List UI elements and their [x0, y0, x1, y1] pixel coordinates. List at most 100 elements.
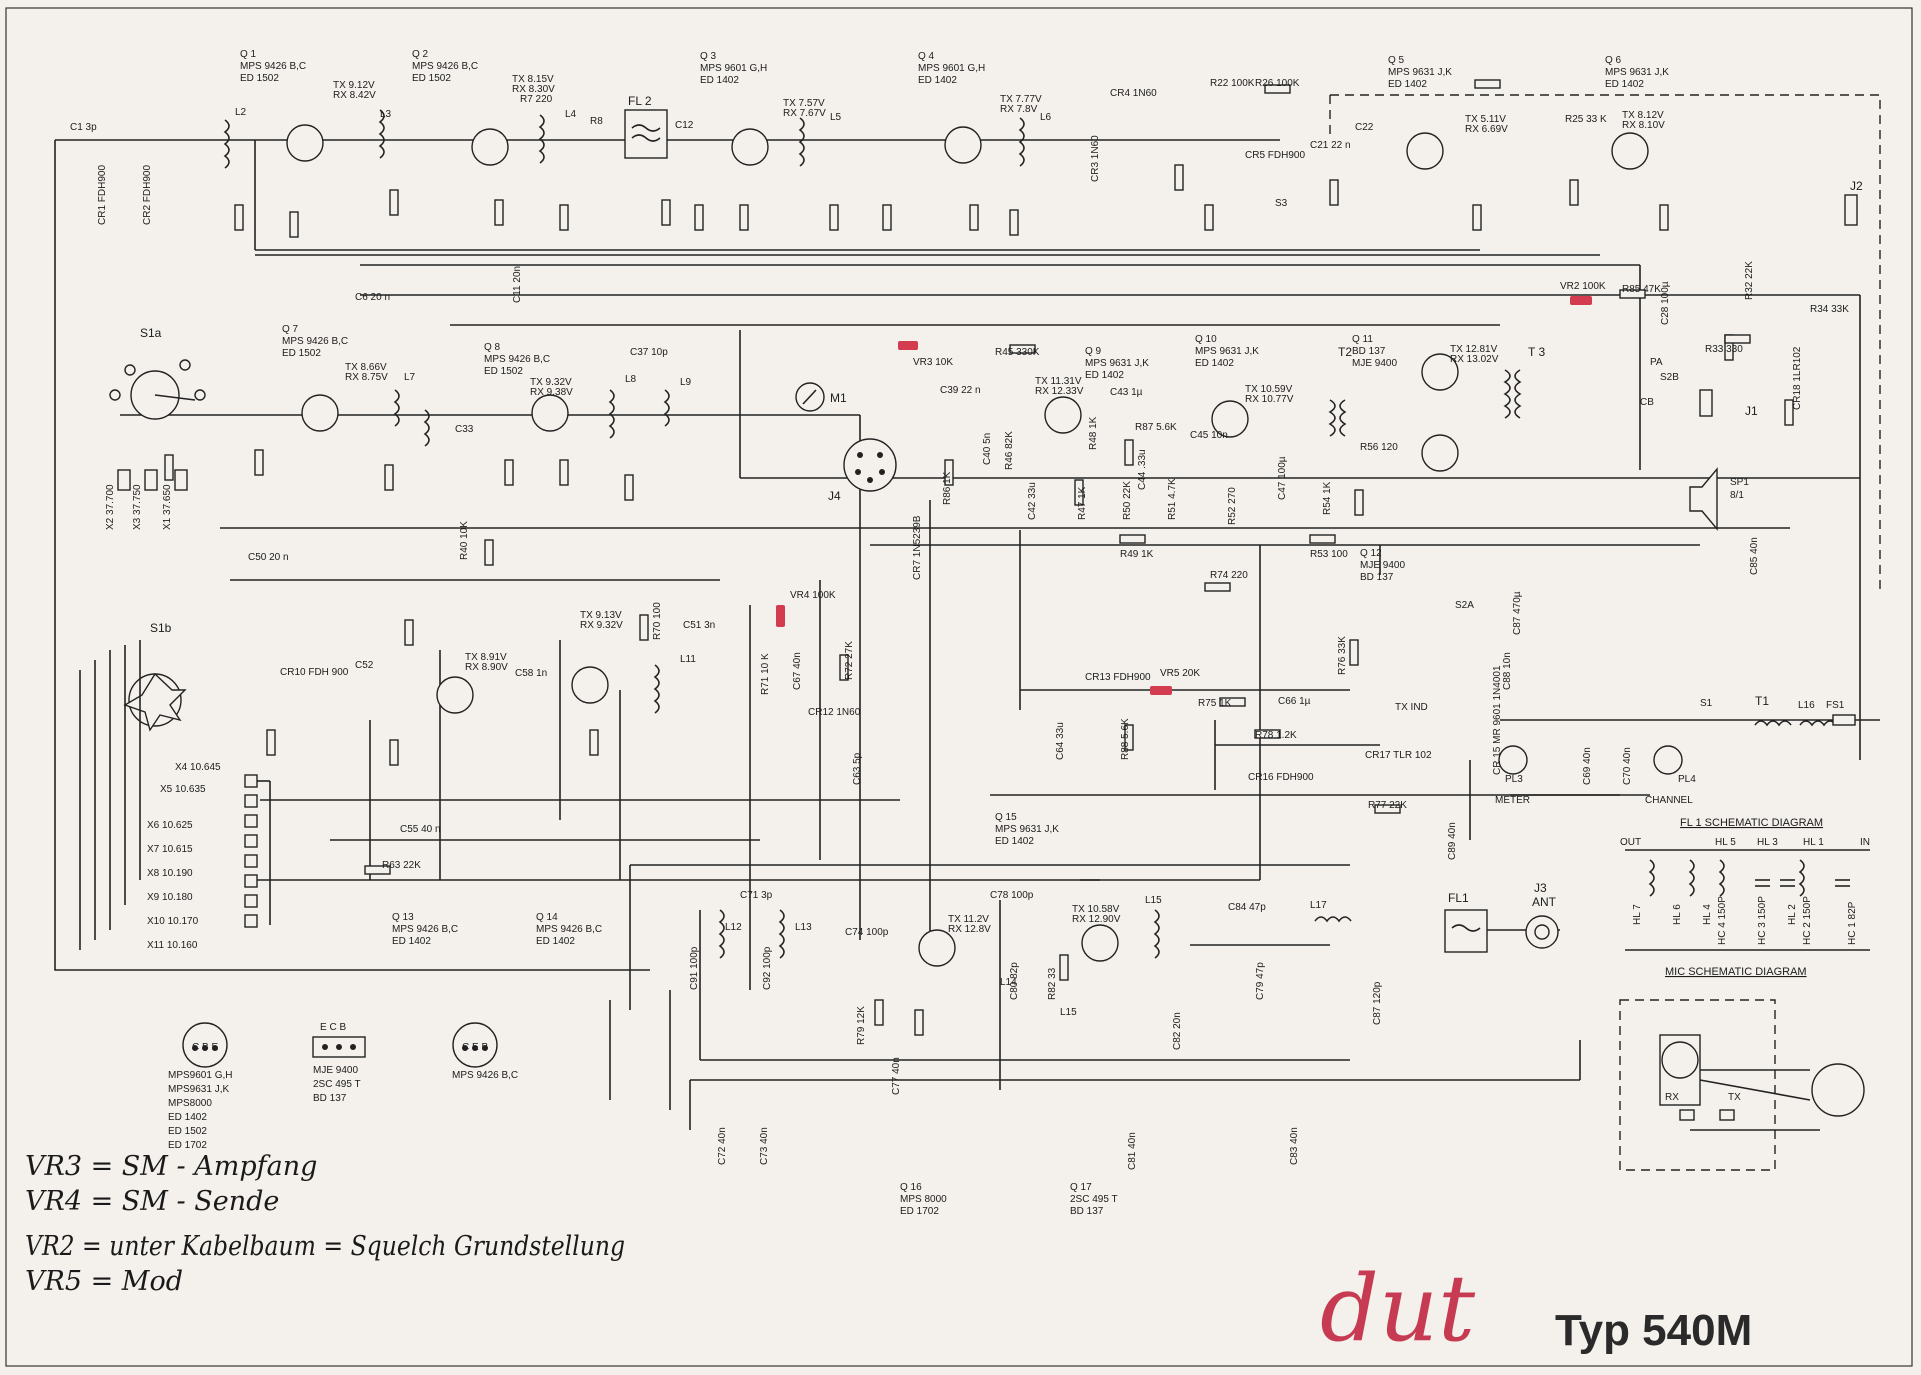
q12-type: MJE 9400	[1360, 560, 1405, 571]
label-parts-r25: R25 33 K	[1565, 114, 1607, 125]
q14-ref: Q 14	[536, 912, 558, 923]
q12-alt: BD 137	[1360, 572, 1394, 583]
label-s3: S3	[1275, 198, 1288, 209]
label-parts-l15: L15	[1060, 1007, 1077, 1018]
vr5-highlight	[1150, 686, 1172, 695]
label-t2: T2	[1338, 345, 1352, 359]
label-parts-r32: R32 22K	[1744, 261, 1755, 300]
transistor-q14	[571, 666, 609, 704]
transistor-q10	[1211, 400, 1249, 438]
label-parts-tx-ind: TX IND	[1395, 702, 1428, 713]
label-parts-c43: C43 1µ	[1110, 387, 1143, 398]
label-parts-r63: R63 22K	[382, 860, 421, 871]
q2-type: MPS 9426 B,C	[412, 61, 478, 72]
filter-fl2	[624, 109, 668, 159]
fl1-inset-drawing	[1625, 849, 1870, 951]
label-parts-l13: L13	[795, 922, 812, 933]
label-parts-r22: R22 100K	[1210, 78, 1255, 89]
label-parts-l5: L5	[830, 112, 842, 123]
label-l16: L16	[1798, 700, 1815, 711]
label-parts-c47: C47 100µ	[1277, 456, 1288, 500]
label-parts-r51: R51 4.7K	[1167, 478, 1178, 520]
crystal-x6: X6 10.625	[147, 820, 193, 831]
q4-type: MPS 9601 G,H	[918, 63, 985, 74]
label-fl1-diagram-shunts-1: HL 6	[1672, 904, 1683, 925]
label-voltages-1: RX 8.42V	[333, 90, 376, 101]
label-parts-c84: C84 47p	[1228, 902, 1266, 913]
label-voltages-14: TX 9.32V	[530, 377, 572, 388]
label-pinouts-0-types-2: MPS8000	[168, 1098, 212, 1109]
control-labels: S1a S1b S2A S2B S3 S1 PA CB VR3 10K VR4 …	[140, 94, 1863, 909]
speaker-sp1	[1689, 467, 1718, 531]
label-parts-r33: R33 330	[1705, 344, 1743, 355]
label-s2a: S2A	[1455, 600, 1474, 611]
label-voltages-10: TX 8.12V	[1622, 110, 1664, 121]
transistor-q8	[531, 394, 569, 432]
label-t3: T 3	[1528, 345, 1545, 359]
label-parts-c85: C85 40n	[1749, 537, 1760, 575]
label-vr4: VR4 100K	[790, 590, 836, 601]
transistor-q5	[1406, 132, 1444, 170]
voltage-annotations: TX 9.12V RX 8.42V TX 8.15V RX 8.30V TX 7…	[333, 74, 1665, 935]
label-voltages-5: RX 7.67V	[783, 108, 826, 119]
label-cb: CB	[1640, 397, 1654, 408]
label-parts-r52: R52 270	[1227, 487, 1238, 525]
label-t1: T1	[1755, 694, 1769, 708]
label-parts-cr13: CR13 FDH900	[1085, 672, 1151, 683]
label-voltages-9: RX 6.69V	[1465, 124, 1508, 135]
label-parts-cr12: CR12 1N60	[808, 707, 861, 718]
label-parts-l3: L3	[380, 109, 392, 120]
q1-type: MPS 9426 B,C	[240, 61, 306, 72]
crystal-x3: X3 37.750	[132, 484, 143, 530]
label-sp1: SP1	[1730, 477, 1749, 488]
label-j4: J4	[828, 489, 841, 503]
transistor-q9	[1044, 396, 1082, 434]
label-voltages-18: TX 10.59V	[1245, 384, 1293, 395]
q17-type: 2SC 495 T	[1070, 1194, 1118, 1205]
label-parts-r34: R34 33K	[1810, 304, 1849, 315]
label-j3: J3	[1534, 881, 1547, 895]
label-parts-c40: C40 5n	[982, 433, 993, 465]
q11-ref: Q 11	[1352, 334, 1373, 345]
q13-ref: Q 13	[392, 912, 414, 923]
label-voltages-26: TX 11.2V	[948, 914, 989, 925]
transistor-q16	[918, 929, 956, 967]
label-parts-cr16: CR16 FDH900	[1248, 772, 1314, 783]
q6-type: MPS 9631 J,K	[1605, 67, 1669, 78]
label-parts-c11: C11 20n	[512, 266, 523, 303]
crystals-x1-x3	[117, 469, 188, 491]
q6-ref: Q 6	[1605, 55, 1622, 66]
q17-alt: BD 137	[1070, 1206, 1104, 1217]
q1-alt: ED 1502	[240, 73, 279, 84]
label-parts-r77: R77 22K	[1368, 800, 1407, 811]
crystal-bank	[244, 774, 271, 928]
label-parts-r49: R49 1K	[1120, 549, 1154, 560]
label-fl1-diagram-shunts-0: HL 7	[1632, 904, 1643, 925]
label-parts-c22: C22	[1355, 122, 1374, 133]
transistor-q13	[436, 676, 474, 714]
label-fl2: FL 2	[628, 94, 652, 108]
label-voltages-29: RX 12.90V	[1072, 914, 1121, 925]
label-parts-r53: R53 100	[1310, 549, 1348, 560]
crystal-x1: X1 37.650	[162, 484, 173, 530]
label-voltages-3: RX 8.30V	[512, 84, 555, 95]
label-voltages-12: TX 8.66V	[345, 362, 387, 373]
label-parts-cr3: CR3 1N60	[1090, 135, 1101, 182]
label-sp1-ohm: 8/1	[1730, 490, 1744, 501]
q5-type: MPS 9631 J,K	[1388, 67, 1452, 78]
label-parts-c63: C63 5p	[852, 752, 863, 785]
jack-j1	[1699, 389, 1713, 417]
label-channel: CHANNEL	[1645, 795, 1693, 806]
label-parts-c50: C50 20 n	[248, 552, 289, 563]
q5-alt: ED 1402	[1388, 79, 1427, 90]
label-parts-r50: R50 22K	[1122, 481, 1133, 520]
q15-type: MPS 9631 J,K	[995, 824, 1059, 835]
transformers	[1328, 369, 1522, 437]
q8-alt: ED 1502	[484, 366, 523, 377]
label-parts-l7: L7	[404, 372, 416, 383]
label-parts-c83: C83 40n	[1289, 1127, 1300, 1165]
transistor-labels: Q 1 MPS 9426 B,C ED 1502 Q 2 MPS 9426 B,…	[240, 49, 1669, 1217]
q6-alt: ED 1402	[1605, 79, 1644, 90]
